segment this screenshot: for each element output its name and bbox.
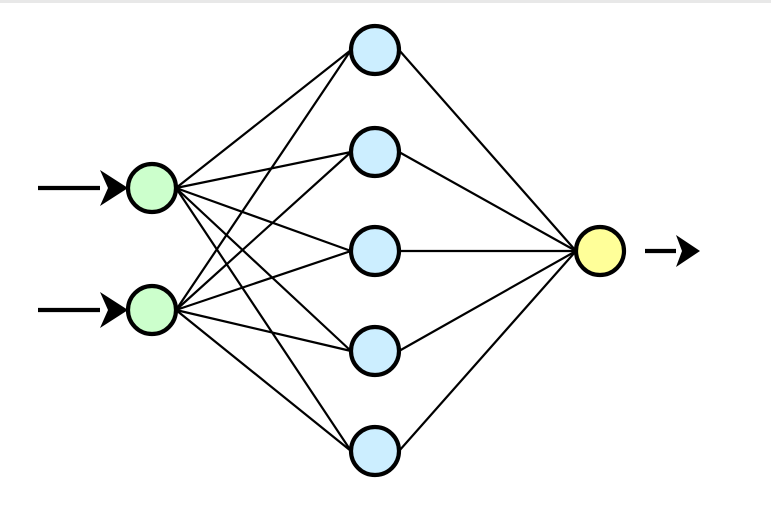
edge-i1-h1 [174,48,353,190]
edge-h5-o1 [397,249,578,453]
edge-i2-h1 [174,48,353,312]
edge-i2-h5 [174,308,353,453]
node-h4[interactable] [348,324,402,378]
edge-i1-h2 [174,150,353,190]
node-i1[interactable] [125,161,179,215]
input-arrow-bottom [38,292,128,328]
node-h1[interactable] [348,23,402,77]
node-h3[interactable] [348,224,402,278]
edge-i2-h4 [174,308,353,353]
edge-i2-h2 [174,150,353,312]
edge-i1-h4 [174,186,353,353]
top-edge-strip [0,0,771,3]
node-h5[interactable] [348,424,402,478]
edge-i2-h3 [174,249,353,312]
io-arrows-group [38,170,700,328]
input-arrow-bottom-head-icon [100,292,128,328]
hidden-layer [348,23,402,478]
input-layer [125,161,179,337]
node-o1[interactable] [573,224,627,278]
node-i2[interactable] [125,283,179,337]
input-arrow-top [38,170,128,206]
edge-h1-o1 [397,48,578,253]
edges-group [174,48,578,453]
output-arrow-head-icon [676,235,700,267]
output-layer [573,224,627,278]
edge-h2-o1 [397,150,578,253]
edge-i1-h5 [174,186,353,453]
edge-h4-o1 [397,249,578,353]
nodes-group [125,23,627,478]
input-arrow-top-head-icon [100,170,128,206]
output-arrow [645,235,700,267]
edge-i1-h3 [174,186,353,253]
node-h2[interactable] [348,125,402,179]
